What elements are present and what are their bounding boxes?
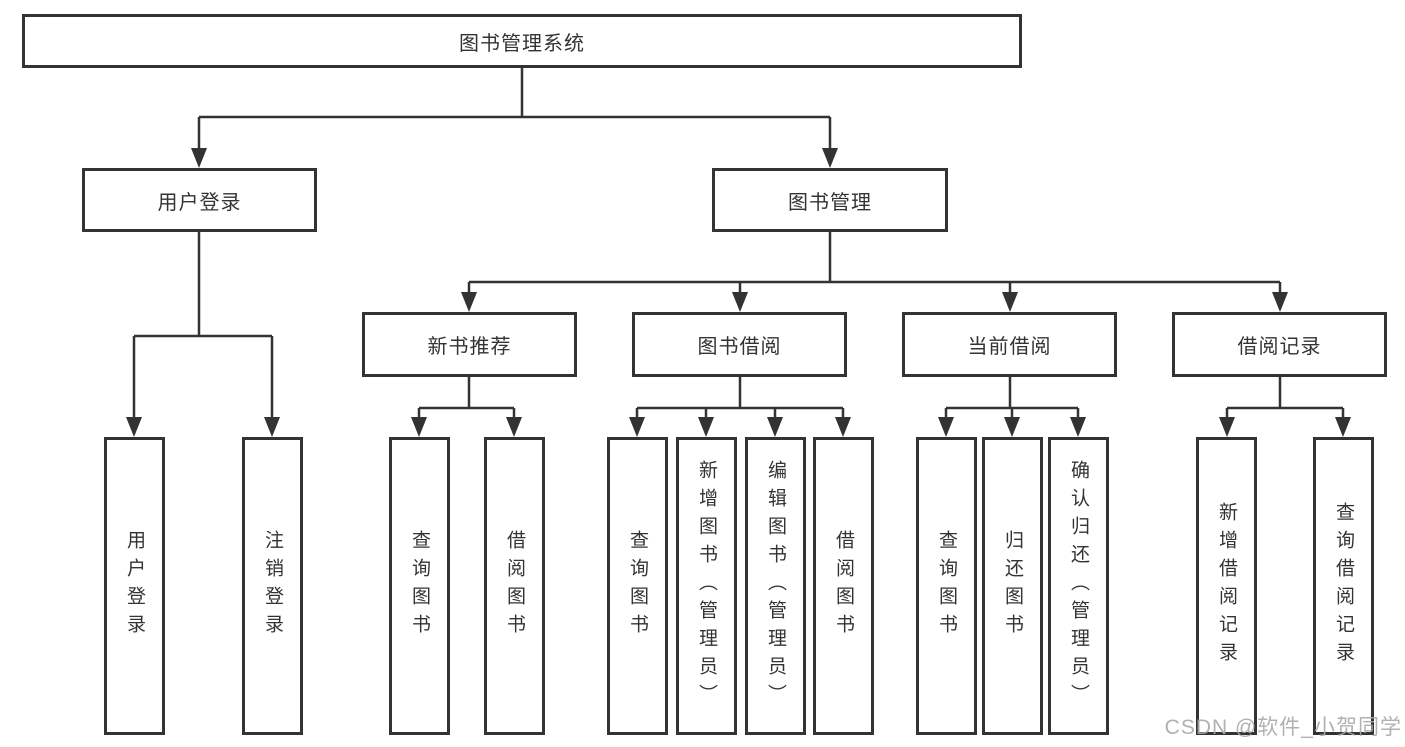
leaf-label: 查询借阅记录 (1333, 502, 1354, 670)
leaf-edit-book-admin: 编辑图书（管理员） (745, 437, 806, 735)
leaf-label: 新增借阅记录 (1216, 502, 1237, 670)
node-label: 新书推荐 (427, 336, 512, 358)
leaf-return-books: 归还图书 (982, 437, 1043, 735)
leaf-label: 查询图书 (409, 530, 430, 642)
node-book-management: 图书管理 (712, 168, 948, 232)
leaf-label: 确认归还（管理员） (1068, 460, 1089, 712)
leaf-label: 注销登录 (262, 530, 283, 642)
node-label: 图书借阅 (697, 336, 782, 358)
leaf-borrow-books: 借阅图书 (484, 437, 545, 735)
leaf-label: 借阅图书 (833, 530, 854, 642)
leaf-user-login: 用户登录 (104, 437, 165, 735)
leaf-query-books: 查询图书 (916, 437, 977, 735)
leaf-label: 用户登录 (124, 530, 145, 642)
node-book-borrowing: 图书借阅 (632, 312, 847, 377)
leaf-query-books: 查询图书 (389, 437, 450, 735)
leaf-label: 查询图书 (627, 530, 648, 642)
node-borrowing-records: 借阅记录 (1172, 312, 1387, 377)
leaf-label: 借阅图书 (504, 530, 525, 642)
node-user-login: 用户登录 (82, 168, 317, 232)
csdn-watermark: CSDN @软件_小贺同学 (1164, 716, 1402, 739)
node-current-borrowing: 当前借阅 (902, 312, 1117, 377)
node-new-book-recommendation: 新书推荐 (362, 312, 577, 377)
leaf-query-books: 查询图书 (607, 437, 668, 735)
node-label: 用户登录 (157, 191, 242, 214)
leaf-query-borrow-record: 查询借阅记录 (1313, 437, 1374, 735)
node-label: 图书管理系统 (459, 32, 585, 55)
leaf-label: 编辑图书（管理员） (765, 460, 786, 712)
leaf-borrow-books: 借阅图书 (813, 437, 874, 735)
leaf-confirm-return-admin: 确认归还（管理员） (1048, 437, 1109, 735)
leaf-label: 查询图书 (936, 530, 957, 642)
leaf-label: 归还图书 (1002, 530, 1023, 642)
node-root-system: 图书管理系统 (22, 14, 1022, 68)
leaf-label: 新增图书（管理员） (696, 460, 717, 712)
leaf-add-borrow-record: 新增借阅记录 (1196, 437, 1257, 735)
node-label: 图书管理 (788, 191, 872, 214)
node-label: 当前借阅 (967, 336, 1052, 358)
leaf-logout: 注销登录 (242, 437, 303, 735)
node-label: 借阅记录 (1237, 336, 1322, 358)
leaf-add-book-admin: 新增图书（管理员） (676, 437, 737, 735)
